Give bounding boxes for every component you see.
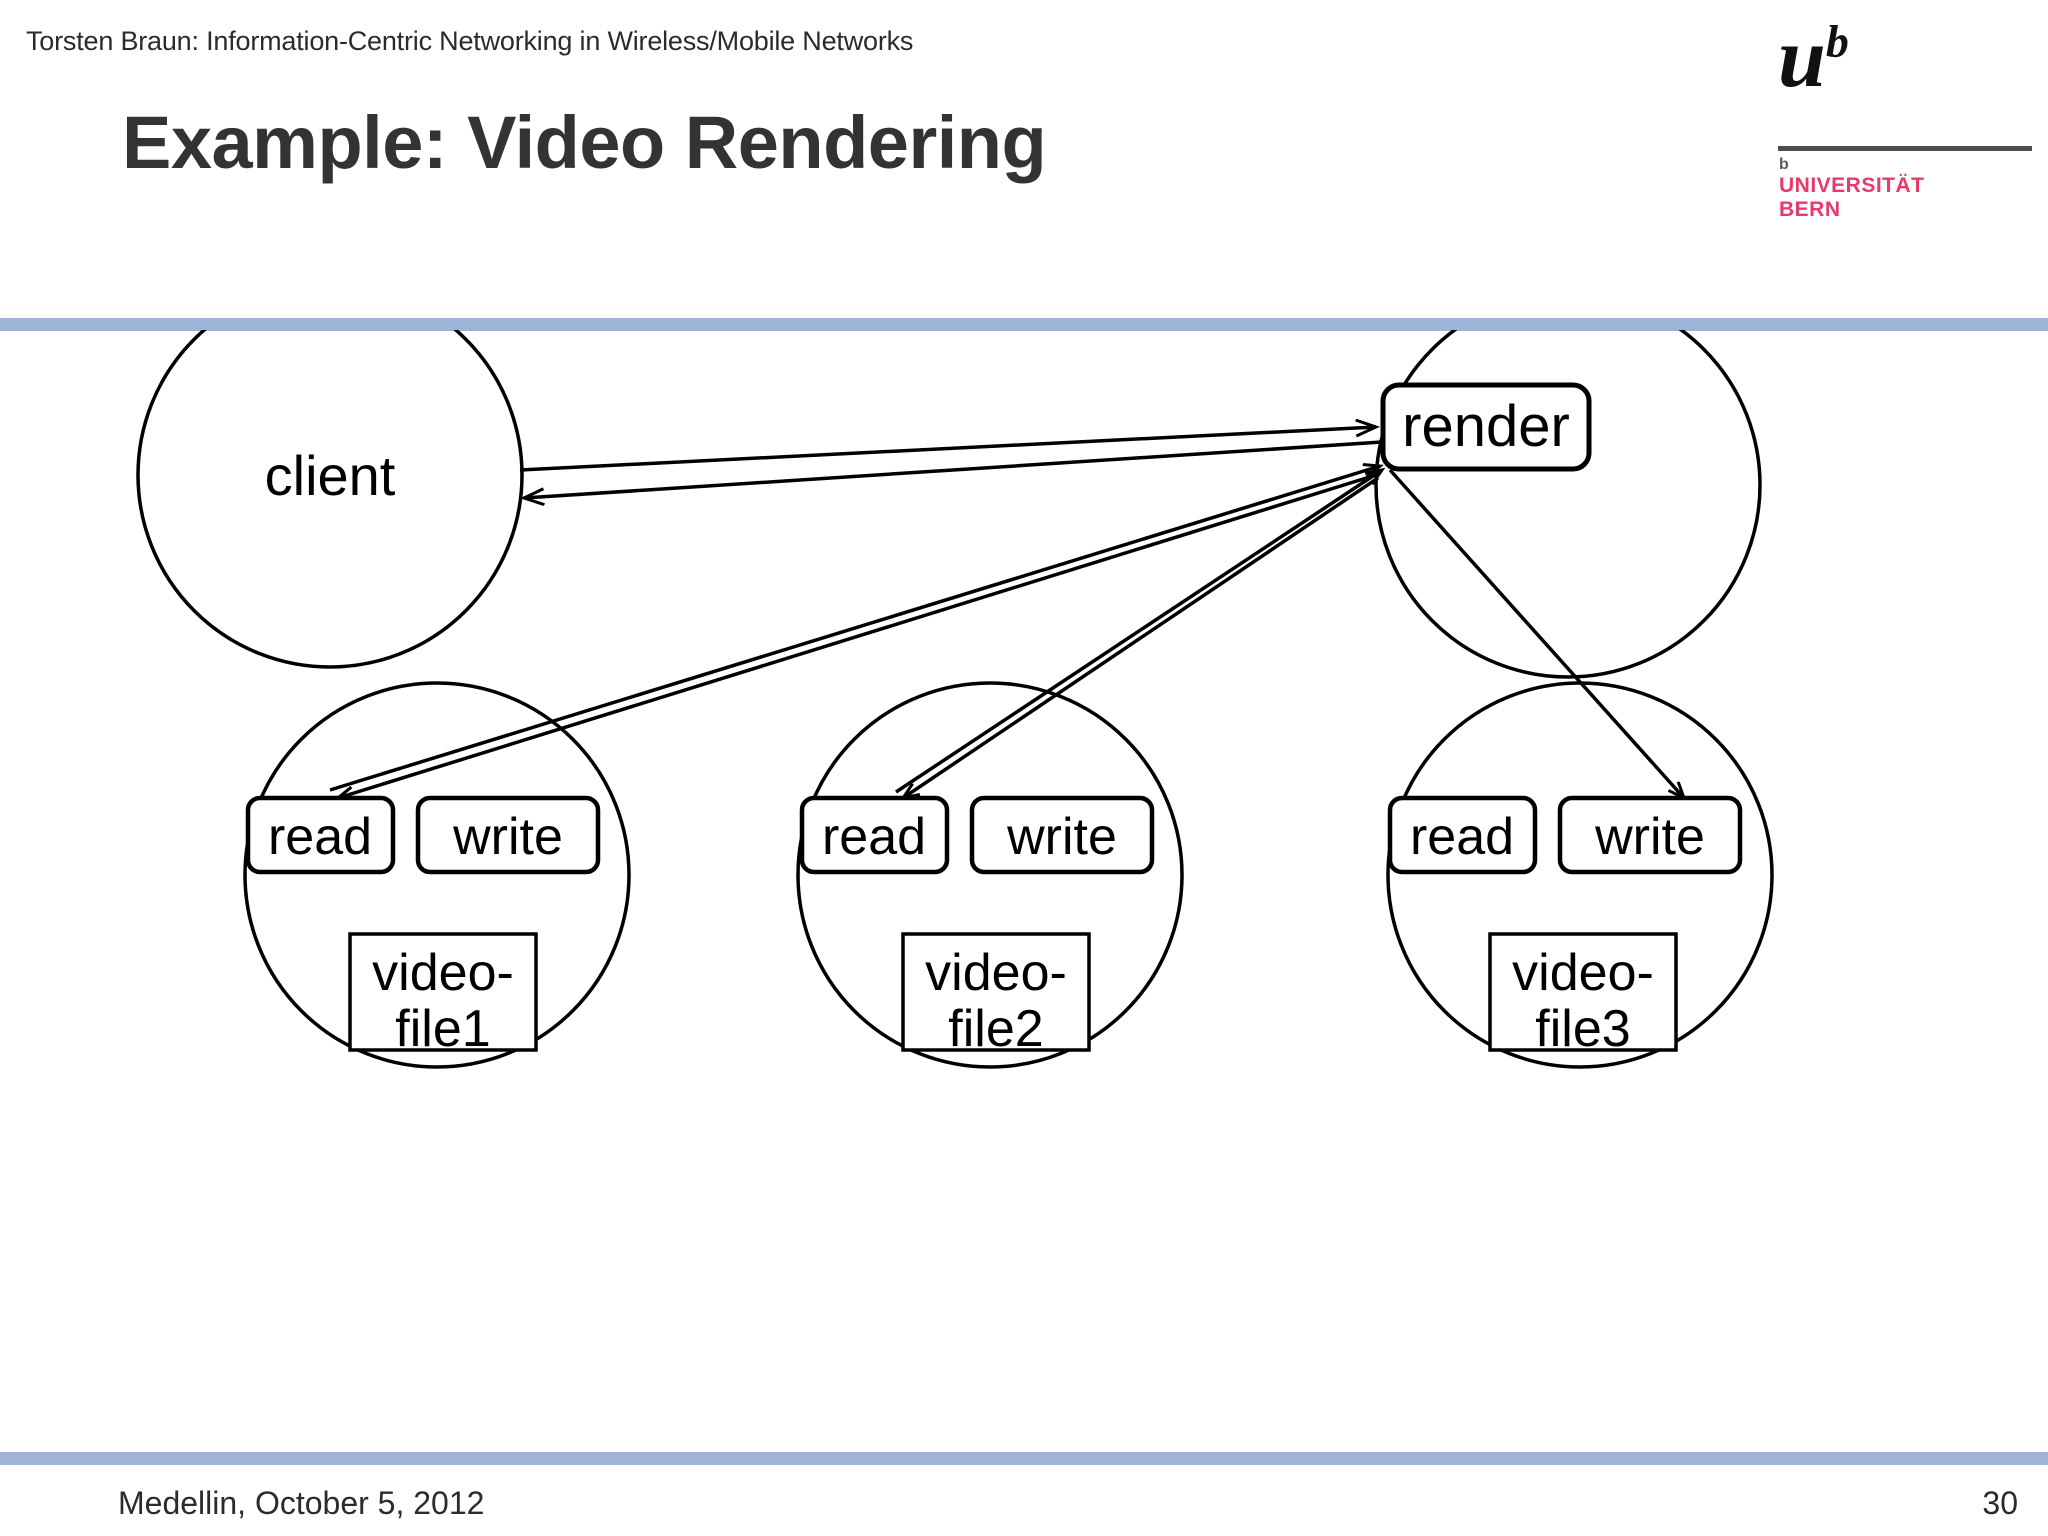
store3-write-rect[interactable] (1557, 795, 1743, 875)
store1-write-box[interactable]: write (415, 795, 601, 875)
logo-b-superscript: b (1825, 15, 1849, 67)
store2-file-box: video- file2 (901, 932, 1091, 1058)
node-client-circle (136, 330, 524, 669)
edge-render-to-store2-read (903, 476, 1379, 798)
store3-read-label: read (1410, 808, 1514, 866)
store3-file-label-line2: file3 (1535, 1000, 1630, 1058)
store1-group: read write video- file1 (245, 795, 601, 1058)
logo-u-glyph: u (1778, 9, 1826, 105)
store3-file-rect (1488, 932, 1678, 1052)
edge-render-to-store1-read (338, 473, 1377, 798)
render-box-rect[interactable] (1380, 382, 1592, 472)
store1-read-box[interactable]: read (245, 795, 396, 875)
edge-store2-read-to-render (895, 470, 1382, 794)
edge-store1-read-to-render (329, 466, 1380, 792)
store2-file-rect (901, 932, 1091, 1052)
edge-client-to-render (519, 427, 1376, 472)
store3-group: read write video- file3 (1387, 795, 1743, 1058)
logo-name-line-2: BERN (1779, 197, 1841, 221)
footer-location-date: Medellin, October 5, 2012 (118, 1485, 485, 1521)
store2-file-label-line2: file2 (948, 1000, 1043, 1058)
edge-render-to-store3-write (1388, 468, 1684, 798)
store1-file-rect (348, 932, 538, 1052)
store1-file-label-line2: file1 (395, 1000, 490, 1058)
node-render-host-circle (1374, 330, 1762, 679)
logo-name-line-1: UNIVERSITÄT (1779, 174, 1925, 197)
store2-group: read write video- file2 (799, 795, 1155, 1058)
divider-top (0, 318, 2048, 331)
node-store2-circle (796, 681, 1184, 1069)
store2-read-rect[interactable] (799, 795, 950, 875)
store2-write-box[interactable]: write (969, 795, 1155, 875)
edge-render-to-client (524, 440, 1383, 498)
store2-read-box[interactable]: read (799, 795, 950, 875)
store3-write-label: write (1594, 808, 1705, 866)
store3-read-box[interactable]: read (1387, 795, 1538, 875)
store2-write-label: write (1006, 808, 1117, 866)
breadcrumb: Torsten Braun: Information-Centric Netwo… (26, 26, 914, 56)
store2-write-rect[interactable] (969, 795, 1155, 875)
store1-file-box: video- file1 (348, 932, 538, 1058)
store2-read-label: read (822, 808, 926, 866)
divider-bottom (0, 1452, 2048, 1465)
store3-file-box: video- file3 (1488, 932, 1678, 1058)
logo-divider-rule (1778, 146, 2032, 151)
video-rendering-diagram: client render read write video- (0, 330, 2048, 1450)
store3-file-label-line1: video- (1512, 944, 1654, 1002)
university-logo: ub b UNIVERSITÄT BERN (1748, 14, 2038, 221)
store1-write-rect[interactable] (415, 795, 601, 875)
store1-file-label-line1: video- (372, 944, 514, 1002)
store1-read-rect[interactable] (245, 795, 396, 875)
render-box-label: render (1402, 394, 1570, 459)
footer-page-number: 30 (1982, 1485, 2018, 1521)
node-client-label: client (265, 444, 396, 507)
render-box[interactable]: render (1380, 382, 1592, 472)
node-store1-circle (243, 681, 631, 1069)
store2-file-label-line1: video- (925, 944, 1067, 1002)
store1-write-label: write (452, 808, 563, 866)
logo-ub-mark: ub (1778, 14, 1849, 100)
page-title: Example: Video Rendering (122, 101, 1047, 184)
store1-read-label: read (268, 808, 372, 866)
logo-university-name: UNIVERSITÄT BERN (1779, 174, 1925, 221)
store3-write-box[interactable]: write (1557, 795, 1743, 875)
store3-read-rect[interactable] (1387, 795, 1538, 875)
logo-small-b: b (1779, 156, 1789, 173)
